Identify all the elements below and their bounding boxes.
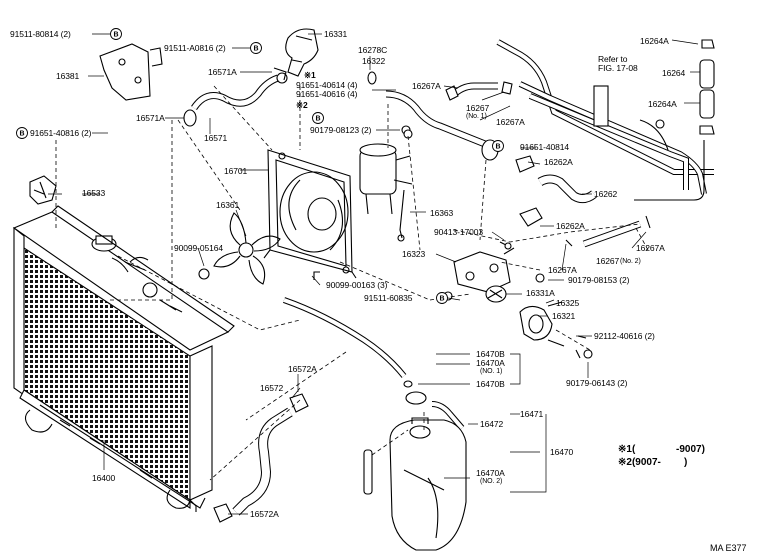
- note-2-mark: ※2(9007-: [618, 457, 661, 468]
- label-16471: 16471: [520, 409, 544, 419]
- clamp-16533: [29, 175, 57, 205]
- label-91651-40816: 91651-40816 (2): [30, 128, 92, 138]
- svg-text:B: B: [315, 116, 320, 123]
- label-16470a-no2: (NO. 2): [480, 478, 503, 485]
- label-16472: 16472: [480, 419, 504, 429]
- thermostat-16325: [485, 285, 507, 303]
- label-16267-no2-sub: (No. 2): [620, 258, 641, 265]
- label-16264a-top: 16264A: [640, 36, 669, 46]
- assembly-dashed-lines: [55, 85, 649, 481]
- label-16572: 16572: [260, 383, 284, 393]
- label-16264: 16264: [662, 68, 686, 78]
- label-16572a-bot: 16572A: [250, 509, 279, 519]
- label-16533: 16533: [82, 188, 106, 198]
- water-housing-16323: [453, 241, 515, 293]
- water-inlet-16321: [519, 301, 565, 347]
- label-90099-05164: 90099-05164: [174, 243, 224, 253]
- svg-text:B: B: [495, 144, 500, 151]
- label-16470b-b: 16470B: [476, 379, 505, 389]
- label-91511-80814: 91511-80814 (2): [10, 29, 71, 39]
- label-16267a-c: 16267A: [636, 243, 665, 253]
- label-16470a-no1: (NO. 1): [480, 368, 503, 375]
- hoses-16264: [699, 39, 715, 135]
- hose-16571: [183, 67, 288, 127]
- label-16381: 16381: [56, 71, 80, 81]
- label-16571a-left: 16571A: [136, 113, 165, 123]
- label-note2-mark: ※2: [296, 100, 308, 110]
- svg-text:B: B: [439, 296, 444, 303]
- label-16323: 16323: [402, 249, 426, 259]
- label-16325: 16325: [556, 298, 580, 308]
- label-note1-mark: ※1: [304, 70, 316, 80]
- label-16331: 16331: [324, 29, 348, 39]
- note-2-close: ): [684, 457, 688, 468]
- label-16264a-mid: 16264A: [648, 99, 677, 109]
- label-91651-40614: 91651-40614 (4): [296, 80, 358, 90]
- hose-16572: [213, 393, 309, 523]
- label-16571: 16571: [204, 133, 228, 143]
- circled-b-letters: B B B B B B: [19, 32, 500, 303]
- hose-16267-no1: [445, 81, 513, 101]
- pipe-16267-no2: [565, 215, 651, 248]
- label-16400: 16400: [92, 473, 116, 483]
- fan-shroud-16701: [263, 149, 357, 279]
- svg-text:B: B: [253, 46, 258, 53]
- label-16321: 16321: [552, 311, 576, 321]
- label-16267a-d: 16267A: [548, 265, 577, 275]
- bracket-16381: [99, 43, 163, 101]
- label-16701: 16701: [224, 166, 248, 176]
- label-90099-00163: 90099-00163 (3): [326, 280, 388, 290]
- leader-lines: [48, 33, 700, 515]
- label-16267: 16267: [466, 103, 490, 113]
- small-fasteners: [198, 129, 593, 359]
- label-16363: 16363: [430, 208, 454, 218]
- label-16278c: 16278C: [358, 45, 388, 55]
- label-91651-40814: 91651-40814: [520, 142, 570, 152]
- label-90413-17003: 90413-17003: [434, 227, 484, 237]
- label-16267a-b: 16267A: [496, 117, 525, 127]
- label-16267-no1: (No. 1): [466, 113, 487, 120]
- label-16322: 16322: [362, 56, 386, 66]
- label-16470b-a: 16470B: [476, 349, 505, 359]
- svg-text:B: B: [19, 131, 24, 138]
- label-91511-60835: 91511-60835: [364, 293, 413, 303]
- note-1-mark: ※1(: [618, 444, 636, 455]
- reservoir-16471: [389, 417, 467, 551]
- hose-16472: [431, 401, 465, 430]
- label-16267-no2: 16267: [596, 256, 620, 266]
- diagram-code: MA E377: [710, 543, 747, 553]
- circled-b-markers: [16, 28, 504, 304]
- overflow-tube-16470A-no2: [363, 449, 373, 495]
- label-16361: 16361: [216, 200, 240, 210]
- overflow-hose-16470: [283, 297, 427, 405]
- svg-text:B: B: [113, 32, 118, 39]
- label-91511-a0816: 91511-A0816 (2): [164, 43, 226, 53]
- hose-16262: [515, 155, 597, 227]
- label-16470a: 16470A: [476, 358, 505, 368]
- label-16262a-b: 16262A: [556, 221, 585, 231]
- label-90179-08153: 90179-08153 (2): [568, 275, 630, 285]
- label-16331a: 16331A: [526, 288, 555, 298]
- label-refer-fig: FIG. 17-08: [598, 63, 638, 73]
- label-16262: 16262: [594, 189, 618, 199]
- label-16470a-b: 16470A: [476, 468, 505, 478]
- label-16571a-top: 16571A: [208, 67, 237, 77]
- label-90179-08123: 90179-08123 (2): [310, 125, 372, 135]
- radiator-16400: [12, 205, 235, 512]
- label-refer-to: Refer to: [598, 54, 628, 64]
- label-92112-40616: 92112-40616 (2): [594, 331, 655, 341]
- label-16572a-top: 16572A: [288, 364, 317, 374]
- fan-motor-16363: [359, 143, 413, 242]
- label-16267a-a: 16267A: [412, 81, 441, 91]
- note-1-range: -9007): [676, 444, 705, 455]
- water-inlet-16331: [285, 28, 319, 77]
- label-16470: 16470: [550, 447, 574, 457]
- label-91651-40616: 91651-40616 (4): [296, 89, 358, 99]
- label-16262a-a: 16262A: [544, 157, 573, 167]
- heater-pipes: [496, 39, 714, 201]
- label-90179-06143: 90179-06143 (2): [566, 378, 628, 388]
